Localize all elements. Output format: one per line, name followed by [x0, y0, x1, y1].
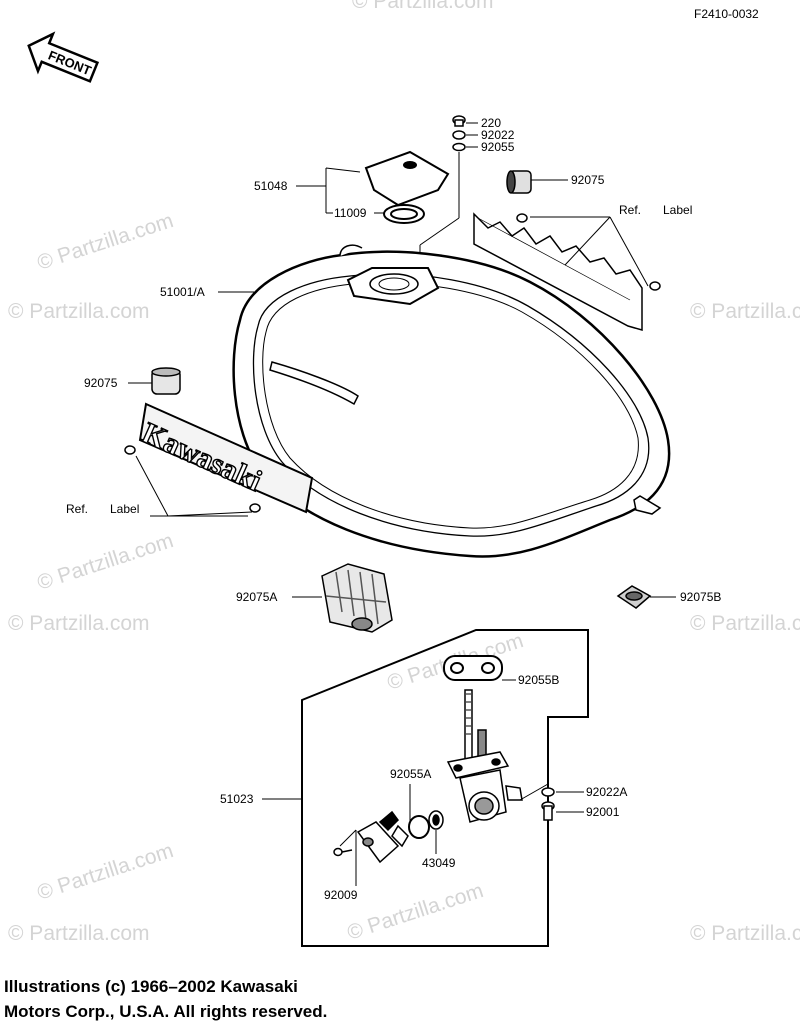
strainer-43049 [428, 810, 444, 830]
figure-code: F2410-0032 [694, 7, 759, 21]
label-92075-top: 92075 [571, 173, 605, 187]
screw-icon [516, 213, 661, 291]
copyright-line-2: Motors Corp., U.S.A. All rights reserved… [4, 1002, 328, 1021]
cap-bolt-stack [452, 115, 466, 152]
damper-92075-top [506, 170, 532, 194]
damper-92075A [321, 563, 393, 633]
copyright-notice: Illustrations (c) 1966–2002 Kawasaki Mot… [4, 974, 327, 1024]
label-92022: 92022 [481, 128, 515, 142]
watermark: © Partzilla.com [8, 922, 150, 945]
o-ring-92055A [408, 815, 430, 839]
grommet-92075B [616, 585, 652, 609]
ref-label-left-ref: Ref. [66, 502, 88, 516]
watermark: © Partzilla.com [690, 612, 800, 635]
label-220: 220 [481, 116, 501, 130]
watermark: © Partzilla.com [344, 879, 486, 945]
label-51023: 51023 [220, 792, 254, 806]
washer-92022A [541, 787, 555, 797]
label-92055: 92055 [481, 140, 515, 154]
lever-92009 [356, 810, 409, 864]
watermark: © Partzilla.com [690, 300, 800, 323]
watermark: © Partzilla.com [352, 0, 494, 13]
fuel-cock-assembly-boundary [301, 629, 589, 947]
label-51048: 51048 [254, 179, 288, 193]
screw-icon [124, 445, 261, 513]
watermark: © Partzilla.com [34, 529, 176, 595]
label-92075-left: 92075 [84, 376, 118, 390]
front-arrow-icon: FRONT [27, 31, 100, 83]
watermark: © Partzilla.com [8, 300, 150, 323]
ref-label-left-label: Label [110, 502, 139, 516]
ref-label-top-ref: Ref. [619, 203, 641, 217]
label-43049: 43049 [422, 856, 456, 870]
label-92075B: 92075B [680, 590, 721, 604]
watermark: © Partzilla.com [34, 209, 176, 275]
watermark: © Partzilla.com [8, 612, 150, 635]
label-11009: 11009 [334, 206, 367, 220]
copyright-line-1: Illustrations (c) 1966–2002 Kawasaki [4, 977, 298, 996]
label-92022A: 92022A [586, 785, 627, 799]
screw-icon [333, 847, 353, 857]
label-plate-top [473, 212, 643, 331]
cap-gasket-11009 [383, 204, 425, 224]
label-92001: 92001 [586, 805, 620, 819]
label-51001A: 51001/A [160, 285, 205, 299]
watermark: © Partzilla.com [690, 922, 800, 945]
fuel-cap-51048 [364, 150, 450, 207]
gasket-92055B [443, 655, 503, 681]
watermark: © Partzilla.com [34, 839, 176, 905]
fuel-tank-51001A [232, 244, 671, 558]
fuel-cock-valve [446, 689, 523, 823]
bolt-92001 [541, 801, 555, 821]
label-92075A: 92075A [236, 590, 277, 604]
damper-92075-left [151, 367, 181, 395]
label-92009: 92009 [324, 888, 358, 902]
ref-label-top-label: Label [663, 203, 692, 217]
label-92055A: 92055A [390, 767, 431, 781]
label-92055B: 92055B [518, 673, 559, 687]
